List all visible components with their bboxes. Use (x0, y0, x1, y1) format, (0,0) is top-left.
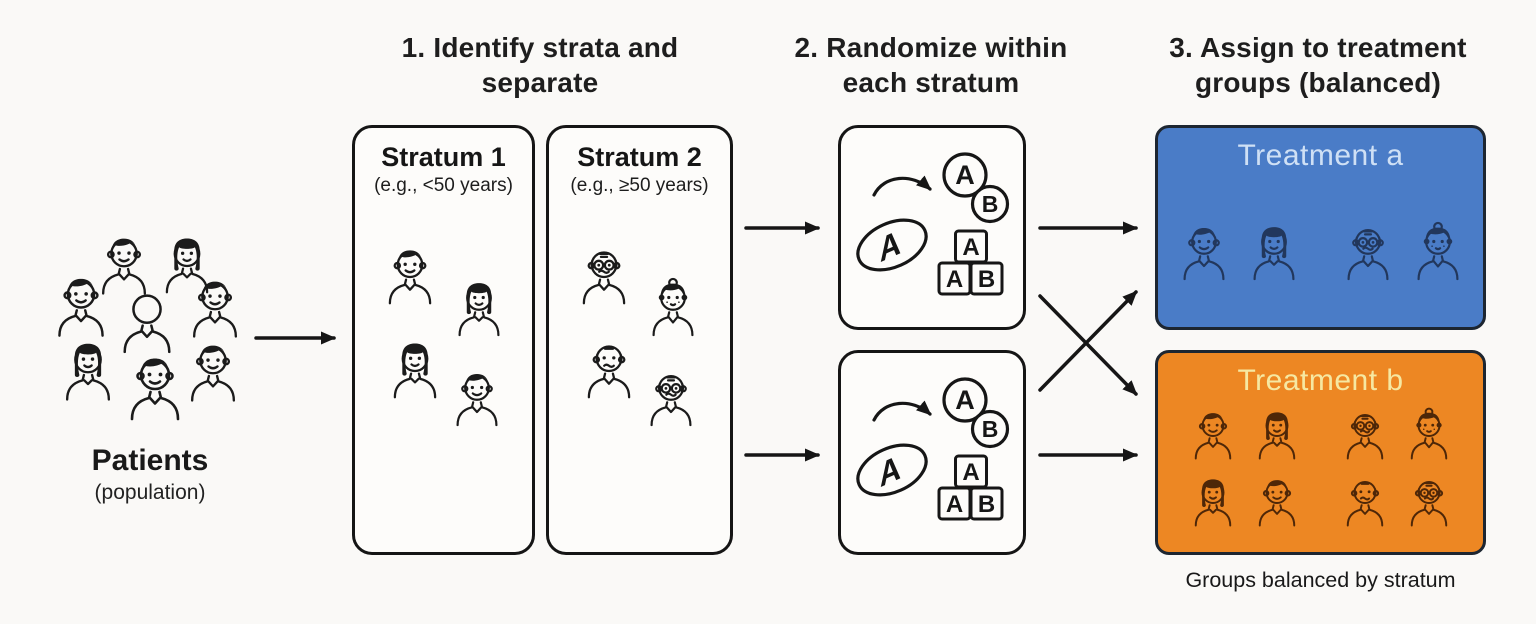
treatment-a-title: Treatment a (1237, 139, 1404, 172)
person-old-man-icon (1341, 220, 1395, 281)
person-young-man-icon (1189, 406, 1237, 460)
person-young-man-icon (186, 273, 244, 338)
coin-flip-icon: A (856, 400, 932, 497)
randomization-icons: A A B A A B (856, 152, 1010, 296)
stratum2-title: Stratum 2 (577, 142, 702, 172)
stratum2-subtitle: (e.g., ≥50 years) (570, 175, 709, 196)
person-old-woman-icon (646, 276, 700, 337)
person-young-man-icon (382, 242, 438, 305)
treatment-a-people (1158, 220, 1483, 281)
svg-text:B: B (978, 491, 995, 518)
arrow-randomize2-to-treatment-a (1038, 290, 1138, 392)
person-young-woman-icon (452, 276, 506, 337)
ab-blocks-icon: A A B (937, 229, 1004, 296)
stratum2-people (549, 236, 730, 546)
person-old-woman-icon (1411, 220, 1465, 281)
treatment-a-box: Treatment a (1155, 125, 1486, 330)
step3-heading: 3. Assign to treatment groups (balanced) (1169, 32, 1467, 98)
svg-text:B: B (978, 266, 995, 293)
randomize-box-1: A A B A A B (838, 125, 1026, 330)
svg-text:A: A (962, 234, 979, 261)
person-plain-icon (116, 284, 178, 354)
person-old-woman-icon (1405, 406, 1453, 460)
svg-text:A: A (955, 385, 975, 415)
ab-circles-icon: A B (942, 377, 1010, 449)
treatment-b-box: Treatment b (1155, 350, 1486, 555)
person-old-man-icon (1405, 473, 1453, 527)
person-old-man-icon (644, 366, 698, 427)
person-young-woman-icon (387, 336, 443, 399)
person-young-man-icon (1177, 220, 1231, 281)
person-old-man-icon (1341, 406, 1389, 460)
step1-heading: 1. Identify strata and separate (401, 32, 679, 98)
person-old-man-plain-icon (1341, 473, 1389, 527)
stratum1-box: Stratum 1 (e.g., <50 years) (352, 125, 535, 555)
stratum2-box: Stratum 2 (e.g., ≥50 years) (546, 125, 733, 555)
stratum1-subtitle: (e.g., <50 years) (374, 175, 513, 196)
stratum1-title: Stratum 1 (381, 142, 506, 172)
svg-text:B: B (982, 191, 999, 217)
ab-circles-icon: A B (942, 152, 1010, 224)
person-young-woman-icon (1189, 473, 1237, 527)
treatment-b-people-row2 (1158, 473, 1483, 527)
svg-text:A: A (962, 459, 979, 486)
treatment-b-title: Treatment b (1237, 364, 1404, 397)
svg-text:A: A (955, 160, 975, 190)
person-young-woman-icon (1253, 406, 1301, 460)
person-young-man-icon (184, 337, 242, 402)
ab-blocks-icon: A A B (937, 454, 1004, 521)
person-young-man-icon (123, 349, 187, 421)
person-young-man-icon (1253, 473, 1301, 527)
stratum1-people (355, 236, 532, 546)
person-old-man-icon (576, 242, 632, 305)
randomize-box-2: A A B A A B (838, 350, 1026, 555)
person-young-woman-icon (1247, 220, 1301, 281)
patients-label: Patients (91, 444, 209, 477)
person-old-man-plain-icon (581, 336, 637, 399)
person-young-man-icon (51, 270, 111, 338)
arrow-randomize1-to-treatment-b (1038, 294, 1138, 396)
patients-crowd (45, 228, 260, 450)
randomization-icons: A A B A A B (856, 377, 1010, 521)
person-young-woman-icon (59, 336, 117, 401)
svg-text:B: B (982, 416, 999, 442)
patients-sublabel: (population) (94, 481, 206, 504)
balanced-footnote: Groups balanced by stratum (1185, 568, 1456, 592)
coin-flip-icon: A (856, 175, 932, 272)
svg-text:A: A (946, 491, 963, 518)
treatment-b-people-row1 (1158, 406, 1483, 460)
svg-text:A: A (946, 266, 963, 293)
person-young-man-icon (450, 366, 504, 427)
step2-heading: 2. Randomize within each stratum (794, 32, 1068, 98)
